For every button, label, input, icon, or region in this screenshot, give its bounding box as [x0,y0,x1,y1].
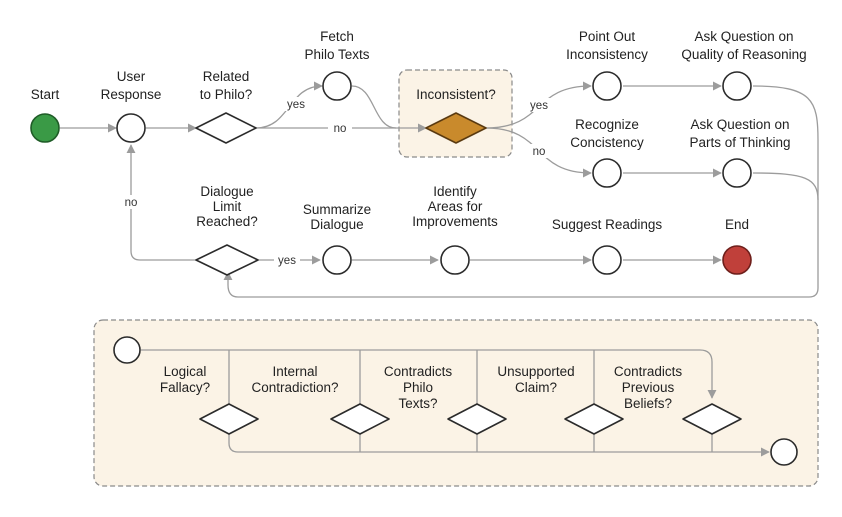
label-inconsistent-no: no [533,146,546,158]
suggest-readings-label: Suggest Readings [552,217,663,232]
recognize-consistency-node [592,158,622,188]
edge-ask-quality-return [752,85,819,141]
ask-parts-node [722,158,752,188]
label-related-yes: yes [287,99,305,111]
label-limit-yes: yes [278,255,296,267]
start-label: Start [31,87,60,102]
detail-panel [93,319,819,487]
contradicts-previous-beliefs-decision [682,403,742,435]
fetch-philo-texts-node [322,71,352,101]
edge-fetch-to-inconsistent [351,85,397,129]
panel-end-node [770,438,798,466]
label-inconsistent-yes: yes [530,100,548,112]
logical-fallacy-decision [199,403,259,435]
contradicts-philo-texts-decision [447,403,507,435]
summarize-node [322,245,352,275]
unsupported-claim-decision [564,403,624,435]
edge-ask-parts-return [752,172,819,201]
related-to-philo-decision [195,112,257,144]
point-out-inconsistency-node [592,71,622,101]
inconsistent-decision [425,112,487,144]
ask-quality-node [722,71,752,101]
dialogue-limit-decision [195,244,259,276]
edge-return-to-limit [223,140,819,298]
panel-start-node [113,336,141,364]
inconsistent-label: Inconsistent? [416,87,496,102]
suggest-readings-node [592,245,622,275]
identify-areas-node [440,245,470,275]
panel-edge-top-bus [141,349,717,399]
panel-edge-bottom-bus [228,434,770,457]
label-related-no: no [334,123,347,135]
end-label: End [725,217,749,232]
edge-limit-no [126,144,196,261]
user-response-node [116,113,146,143]
label-limit-no: no [125,197,138,209]
internal-contradiction-decision [330,403,390,435]
end-node [722,245,752,275]
start-node [30,113,60,143]
